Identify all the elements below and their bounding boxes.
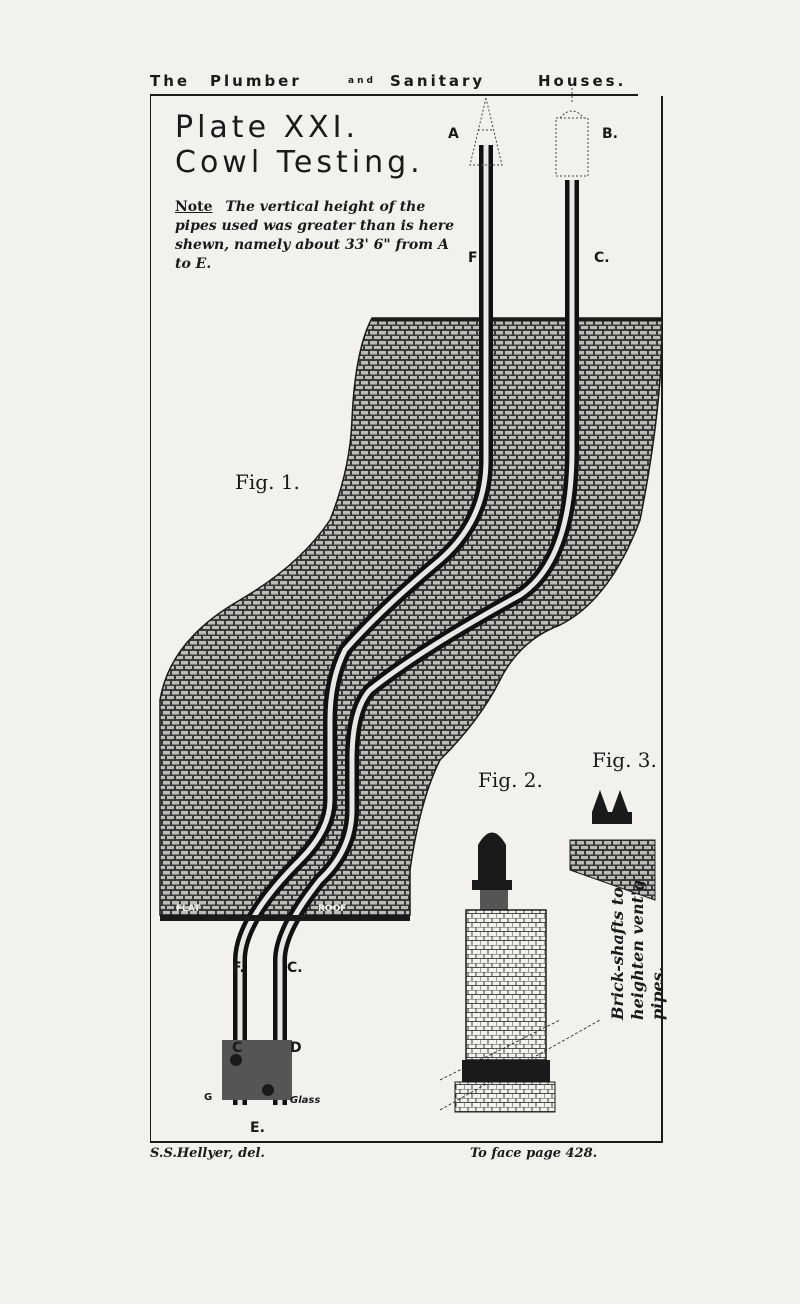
running-head-and: and: [348, 76, 376, 86]
vertical-caption-line2: heighten vent'g pipes.: [628, 879, 667, 1020]
footer-page-ref: To face page 428.: [470, 1146, 598, 1161]
label-d: D: [290, 1040, 302, 1056]
label-b: B.: [602, 126, 618, 142]
note-text: The vertical height of the pipes used wa…: [175, 199, 455, 272]
label-glass: Glass: [290, 1095, 321, 1106]
fig2-chimney: [439, 832, 601, 1113]
label-c-left: C: [232, 1040, 243, 1056]
running-head-houses: Houses.: [538, 72, 627, 90]
base-fittings: [222, 1040, 292, 1100]
brick-wall-mass: [159, 317, 663, 916]
fig-2-label: Fig. 2.: [478, 768, 543, 792]
plate-frame: [150, 96, 663, 1143]
note-block: Note The vertical height of the pipes us…: [175, 198, 465, 274]
fig-1-label: Fig. 1.: [235, 470, 300, 494]
label-c-top: C.: [594, 250, 610, 266]
fig-3-label: Fig. 3.: [592, 748, 657, 772]
plate-number: Plate XXI.: [175, 110, 360, 145]
label-roof: ROOF: [318, 904, 347, 914]
label-e: E.: [250, 1120, 265, 1136]
cowl-outline-b: [555, 84, 589, 177]
vent-pipe-a: [233, 145, 493, 1105]
vent-pipe-b: [273, 180, 579, 1105]
cowl-outline-a: [469, 97, 503, 166]
label-a: A: [448, 126, 459, 142]
running-head: The Plumber and Sanitary Houses.: [150, 70, 638, 96]
label-flat: FLAT: [176, 904, 201, 914]
label-g: G: [204, 1092, 213, 1103]
running-head-the: The: [150, 72, 191, 90]
label-c-bottom: C.: [287, 960, 303, 976]
running-head-sanitary: Sanitary: [390, 72, 486, 90]
plate-title: Cowl Testing.: [175, 145, 424, 180]
vertical-caption-line1: Brick-shafts to: [608, 887, 627, 1020]
vertical-caption: Brick-shafts to heighten vent'g pipes.: [608, 828, 668, 1020]
label-f-bottom: F.: [232, 960, 245, 976]
fig3-chimney: [569, 790, 656, 901]
footer-credit: S.S.Hellyer, del.: [150, 1146, 265, 1161]
note-label: Note: [175, 199, 213, 215]
label-f-top: F: [468, 250, 478, 266]
running-head-plumber: Plumber: [210, 72, 302, 90]
